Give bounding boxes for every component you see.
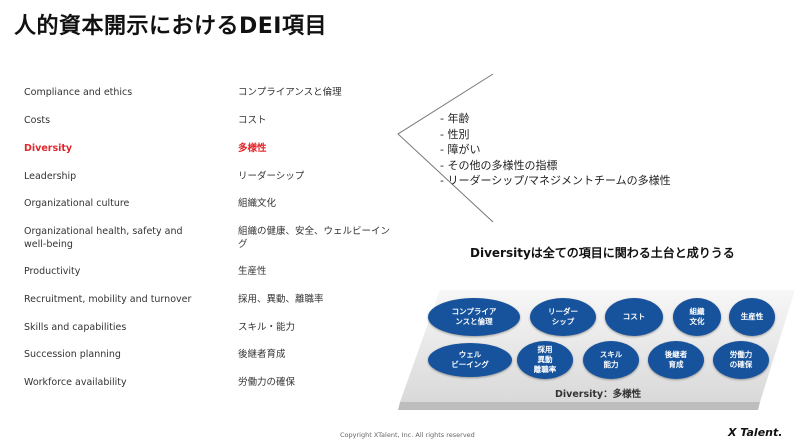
item-en: Diversity <box>24 143 73 154</box>
platform-item: リーダー シップ <box>530 298 596 336</box>
subitem: - 年齢 <box>440 112 470 125</box>
item-en: Compliance and ethics <box>24 87 133 98</box>
platform-item: 組織 文化 <box>673 298 721 336</box>
item-jp: 採用、異動、離職率 <box>238 294 324 305</box>
item-jp: 多様性 <box>238 143 267 154</box>
item-en: Costs <box>24 115 51 126</box>
item-en: Skills and capabilities <box>24 322 127 333</box>
item-en: Succession planning <box>24 349 121 360</box>
diversity-subitem-list: - 年齢 - 性別 - 障がい - その他の多様性の指標 - リーダーシップ/マ… <box>440 111 671 189</box>
item-jp: コスト <box>238 115 267 126</box>
item-en: Productivity <box>24 266 81 277</box>
platform-item: 労働力 の確保 <box>713 341 769 379</box>
page-title: 人的資本開示におけるDEI項目 <box>14 14 327 39</box>
item-jp: 生産性 <box>238 266 267 277</box>
platform-item: スキル 能力 <box>583 341 639 379</box>
item-en: Workforce availability <box>24 377 127 388</box>
item-en: Organizational health, safety and well-b… <box>24 226 183 250</box>
item-jp: リーダーシップ <box>238 171 305 182</box>
company-logo: X Talent. <box>728 426 783 439</box>
item-jp: 後継者育成 <box>238 349 286 360</box>
item-jp: 組織文化 <box>238 198 277 209</box>
item-en: Leadership <box>24 171 77 182</box>
copyright-text: Copyright XTalent, Inc. All rights reser… <box>340 431 475 439</box>
platform-item: 採用 異動 離職率 <box>517 341 573 379</box>
foundation-headline: Diversityは全ての項目に関わる土台と成りうる <box>470 246 735 260</box>
platform-item: ウェル ビーイング <box>428 343 512 377</box>
platform-item: 後継者 育成 <box>648 341 704 379</box>
item-jp: 労働力の確保 <box>238 377 296 388</box>
subitem: - その他の多様性の指標 <box>440 158 558 172</box>
platform-base-label: Diversity：多様性 <box>555 389 642 400</box>
platform-item: 生産性 <box>729 298 775 336</box>
platform-item: コスト <box>605 298 663 336</box>
item-jp: 組織の健康、安全、ウェルビーイング <box>238 226 391 250</box>
item-en: Organizational culture <box>24 198 130 209</box>
item-en: Recruitment, mobility and turnover <box>24 294 192 305</box>
subitem: - 性別 <box>440 127 470 141</box>
item-jp: スキル・能力 <box>238 322 296 333</box>
subitem: - リーダーシップ/マネジメントチームの多様性 <box>440 174 671 187</box>
expansion-bracket <box>397 73 494 223</box>
platform-item: コンプライア ンスと倫理 <box>428 298 520 336</box>
item-jp: コンプライアンスと倫理 <box>238 87 342 98</box>
subitem: - 障がい <box>440 143 481 156</box>
